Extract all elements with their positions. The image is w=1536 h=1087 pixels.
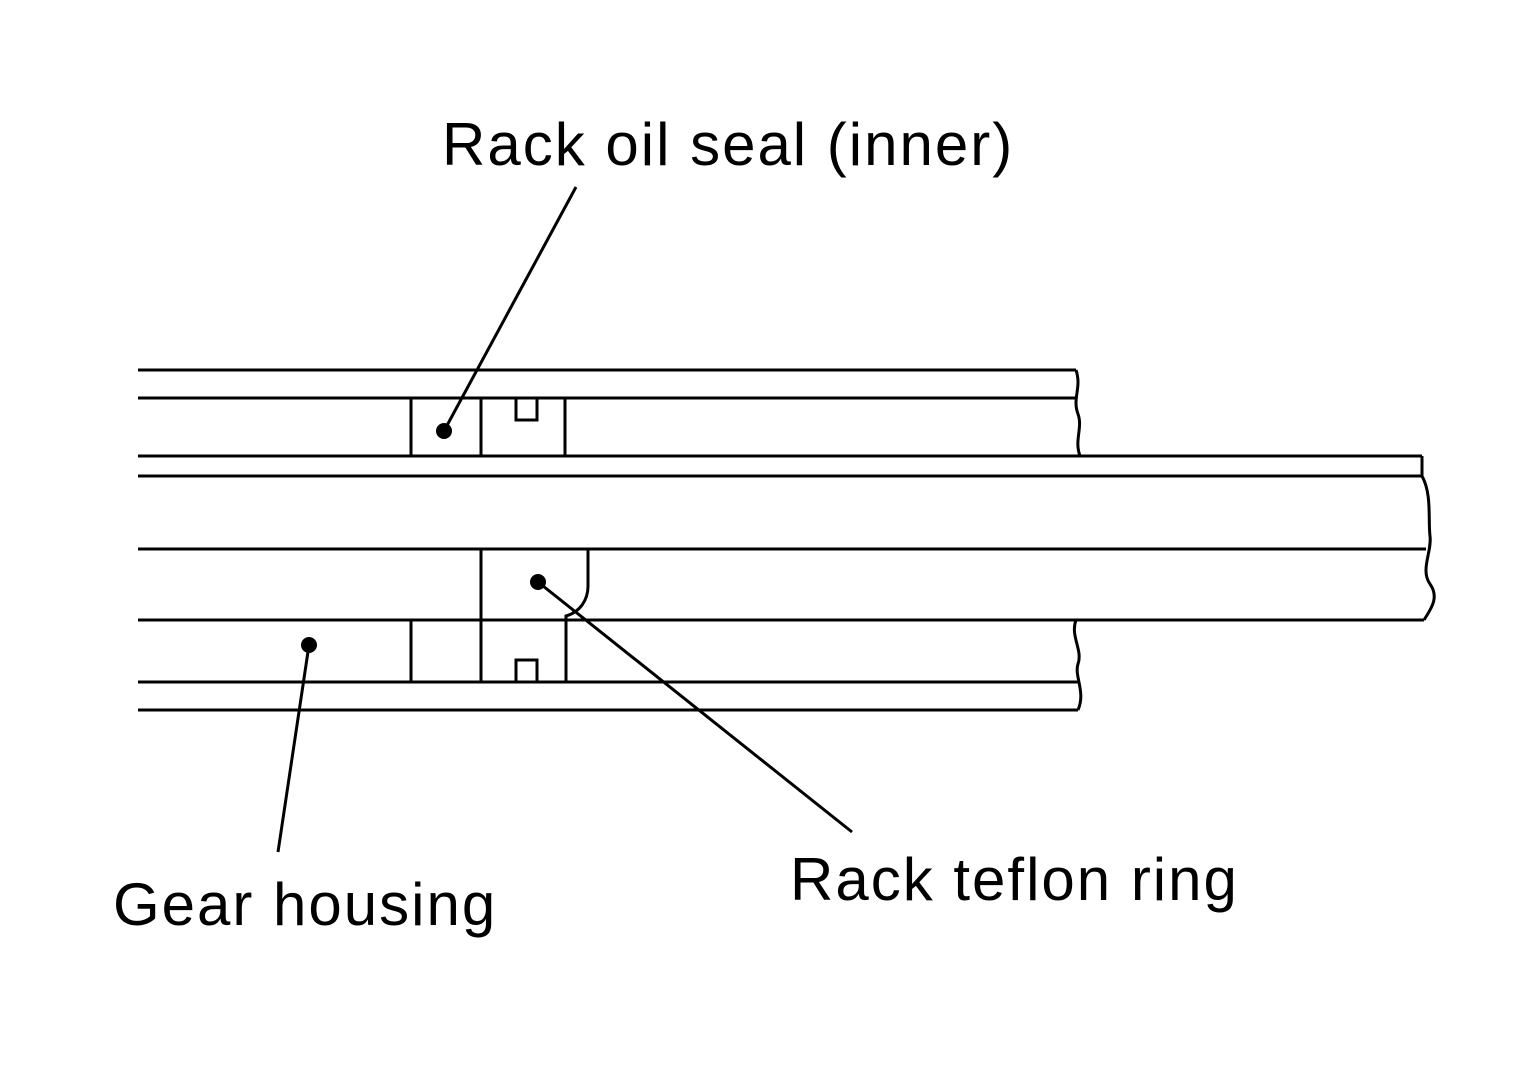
gear-housing-upper-wall [138, 368, 1082, 458]
oil-seal-pointer-dot [436, 423, 452, 439]
oil-seal-callout: Rack oil seal (inner) [436, 111, 1014, 439]
gear-housing-label: Gear housing [113, 871, 497, 938]
oil-seal-label: Rack oil seal (inner) [442, 111, 1014, 178]
rack-teflon-ring [479, 549, 590, 682]
teflon-ring-label: Rack teflon ring [790, 846, 1239, 913]
gear-housing-callout: Gear housing [113, 637, 497, 938]
teflon-ring-pointer-dot [530, 574, 546, 590]
rack-oil-seal-inner [409, 398, 567, 456]
gear-housing-lower-wall [138, 618, 1083, 712]
teflon-ring-callout: Rack teflon ring [530, 574, 1239, 913]
rack-bar [138, 454, 1436, 622]
gear-housing-pointer-dot [301, 637, 317, 653]
